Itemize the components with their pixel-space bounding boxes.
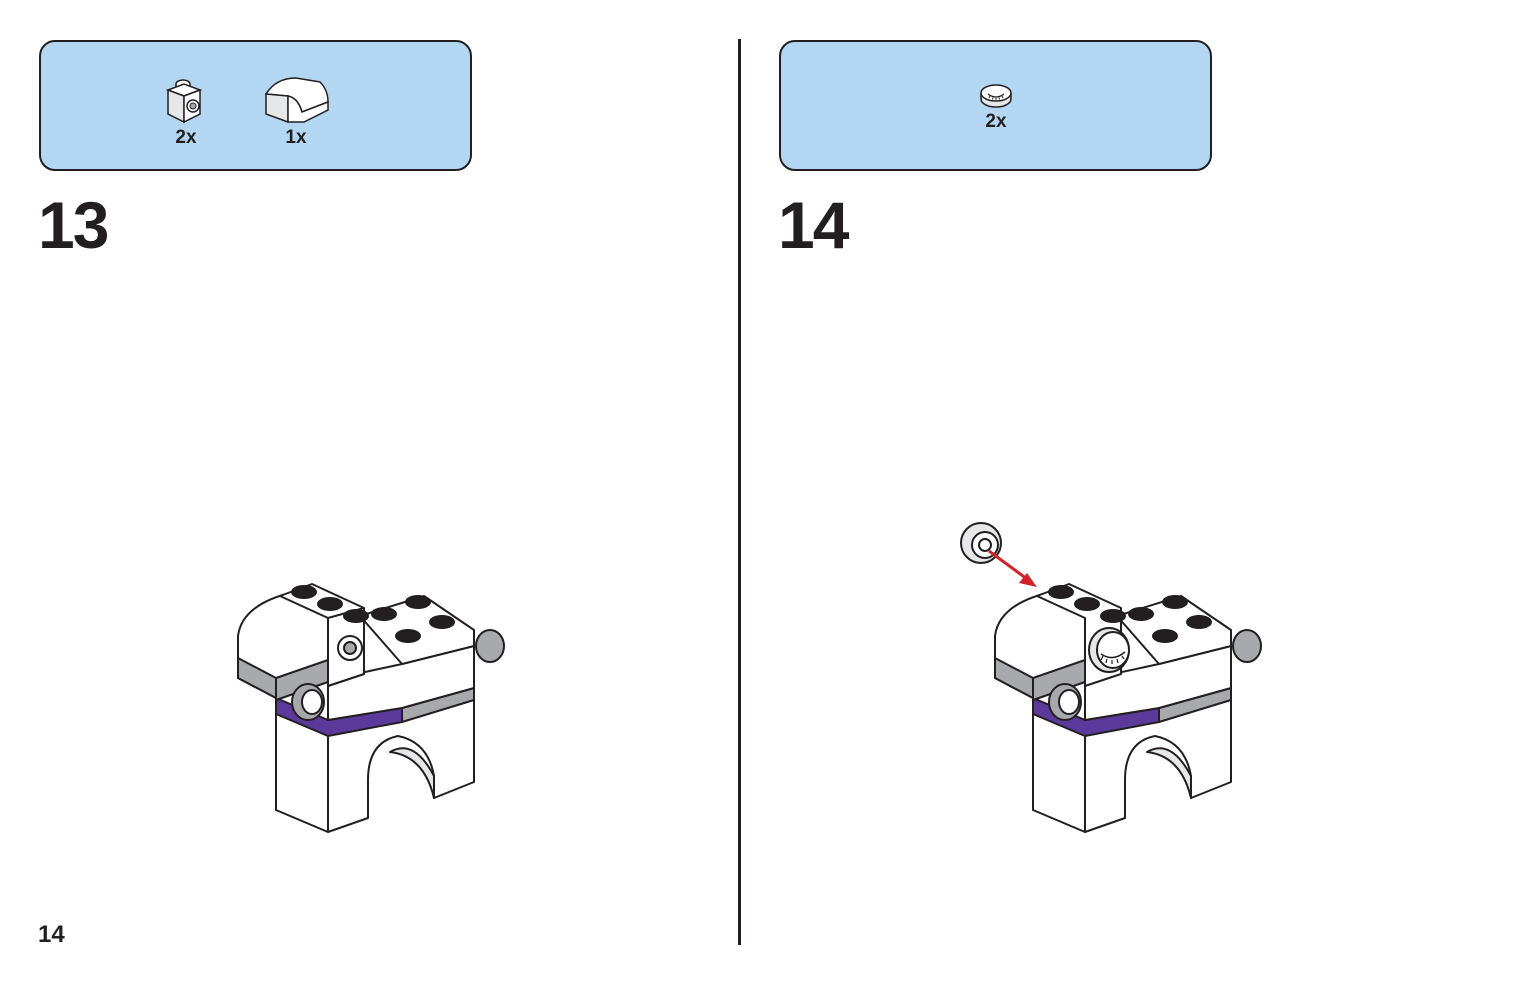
- page-divider: [738, 39, 741, 945]
- round-tile-eye-icon: [980, 84, 1012, 108]
- slope-curved-icon: [264, 77, 329, 124]
- part-item: 1x: [251, 72, 341, 148]
- part-item: 2x: [141, 72, 231, 148]
- step-number: 13: [38, 188, 109, 262]
- parts-callout-step-14: 2x: [779, 40, 1212, 171]
- model-illustration-step-13: [237, 583, 505, 833]
- part-quantity: 2x: [985, 111, 1007, 132]
- part-item: 2x: [951, 80, 1041, 132]
- part-quantity: 1x: [285, 127, 307, 148]
- brick-1x1-stud-side-icon: [165, 79, 203, 124]
- model-illustration-step-14: [960, 522, 1262, 833]
- page-number: 14: [38, 921, 65, 948]
- arrow-icon: [988, 549, 1028, 581]
- part-quantity: 2x: [175, 127, 197, 148]
- step-number: 14: [778, 188, 849, 262]
- parts-callout-step-13: 2x 1x: [39, 40, 472, 171]
